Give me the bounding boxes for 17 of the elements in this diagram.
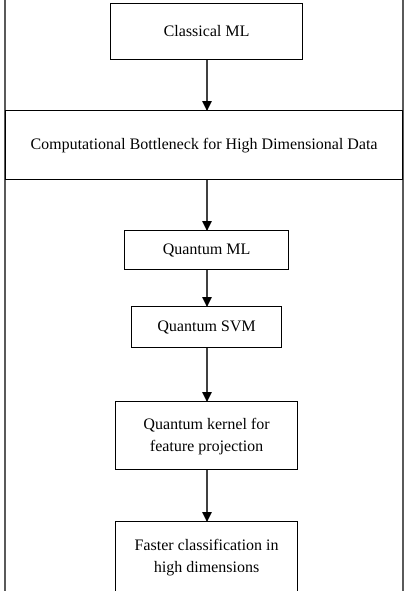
box-label: Faster classification in high dimensions bbox=[134, 536, 280, 578]
process-box bbox=[5, 110, 403, 180]
box-label: Computational Bottleneck for High Dimensional Data bbox=[30, 135, 378, 156]
arrow bbox=[202, 348, 212, 402]
arrow bbox=[202, 270, 212, 307]
process-box bbox=[124, 230, 289, 270]
process-box bbox=[131, 306, 282, 348]
arrow bbox=[202, 60, 212, 111]
box-label: Classical ML bbox=[164, 22, 250, 42]
box-label: Quantum ML bbox=[162, 240, 250, 260]
box-label: Quantum SVM bbox=[157, 317, 256, 338]
process-box bbox=[115, 521, 298, 591]
arrow bbox=[202, 180, 212, 231]
arrow bbox=[202, 470, 212, 522]
process-box bbox=[110, 3, 303, 60]
box-label: Quantum kernel for feature projection bbox=[142, 414, 271, 456]
process-box bbox=[115, 401, 298, 470]
